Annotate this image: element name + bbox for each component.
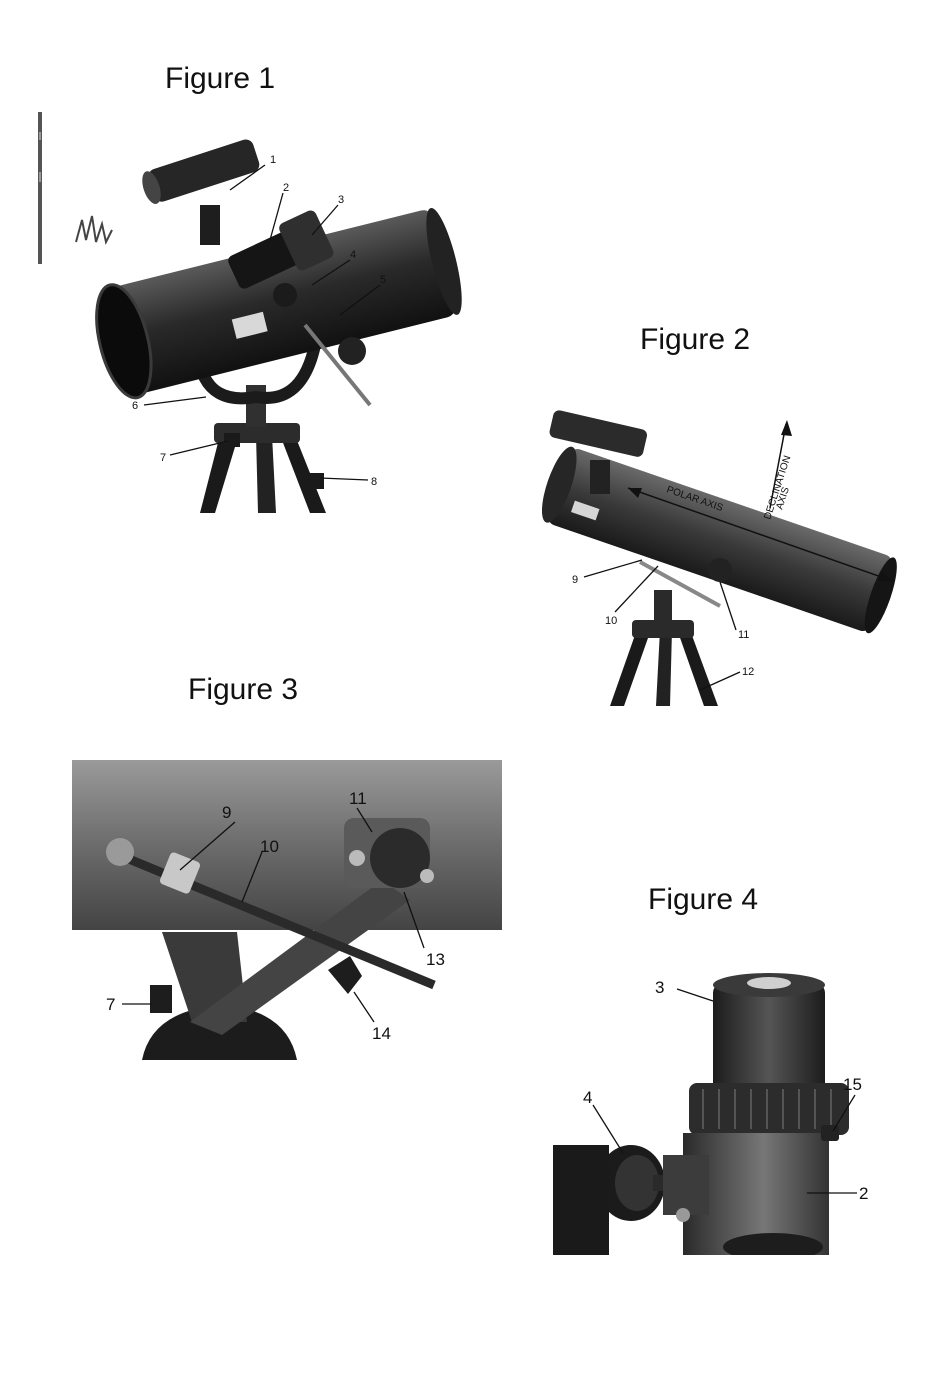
figure-1-telescope-photo: 1 2 3 4 5 6 7 8 bbox=[80, 135, 500, 515]
figure-3-title: Figure 3 bbox=[188, 673, 298, 707]
fig4-callout-2: 2 bbox=[859, 1184, 868, 1203]
fig1-callout-4: 4 bbox=[350, 249, 356, 261]
figure-1-illustration: 1 2 3 4 5 6 7 8 bbox=[80, 135, 500, 515]
fig2-callout-9: 9 bbox=[572, 574, 578, 586]
fig1-callout-8: 8 bbox=[371, 476, 377, 488]
fig2-callout-11: 11 bbox=[738, 629, 749, 641]
figure-4-title: Figure 4 bbox=[648, 883, 758, 917]
fig2-callout-12: 12 bbox=[742, 666, 754, 678]
fig1-callout-7: 7 bbox=[160, 452, 166, 464]
fig4-callout-15: 15 bbox=[843, 1075, 862, 1094]
fig1-callout-3: 3 bbox=[338, 194, 344, 206]
fig1-callout-2: 2 bbox=[283, 182, 289, 194]
fig4-callout-3: 3 bbox=[655, 978, 664, 997]
fig3-callout-11: 11 bbox=[349, 789, 367, 808]
fig1-callout-6: 6 bbox=[132, 400, 138, 412]
figure-4-focuser-photo: 3 15 4 2 bbox=[553, 965, 888, 1255]
figure-2-illustration: POLAR AXIS DECLINATION AXIS 9 10 11 12 bbox=[520, 380, 920, 710]
fig1-callout-1: 1 bbox=[270, 154, 276, 166]
fig3-callout-13: 13 bbox=[426, 950, 445, 969]
figure-4-illustration: 3 15 4 2 bbox=[553, 965, 888, 1255]
figure-2-telescope-photo: POLAR AXIS DECLINATION AXIS 9 10 11 12 bbox=[520, 380, 920, 710]
fig4-callout-4: 4 bbox=[583, 1088, 592, 1107]
figure-3-illustration: 9 10 11 13 7 14 bbox=[72, 760, 502, 1065]
fig3-callout-7: 7 bbox=[106, 995, 115, 1014]
figure-3-slow-motion-photo: 9 10 11 13 7 14 bbox=[72, 760, 502, 1065]
fig1-callout-5: 5 bbox=[380, 274, 386, 286]
fig2-callout-10: 10 bbox=[605, 615, 617, 627]
fig3-callout-10: 10 bbox=[260, 837, 279, 856]
fig3-callout-14: 14 bbox=[372, 1024, 391, 1043]
figure-2-title: Figure 2 bbox=[640, 323, 750, 357]
fig3-callout-9: 9 bbox=[222, 803, 231, 822]
figure-1-title: Figure 1 bbox=[165, 62, 275, 96]
